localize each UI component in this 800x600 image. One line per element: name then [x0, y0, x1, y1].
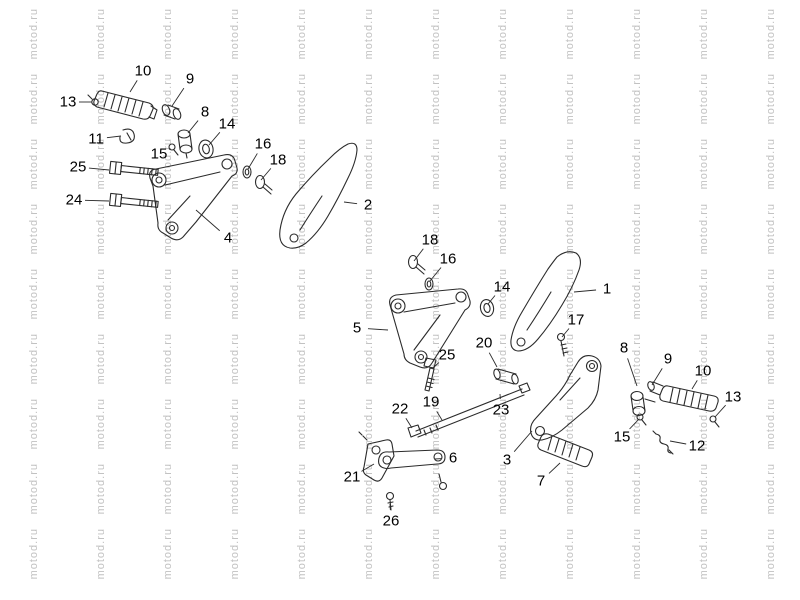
leader-line-11	[106, 135, 122, 139]
leader-line-1	[573, 289, 597, 293]
callout-8: 8	[619, 339, 629, 357]
callout-3: 3	[502, 451, 512, 469]
callout-11: 11	[88, 130, 104, 148]
leader-line-19	[436, 411, 443, 421]
callout-16: 16	[439, 250, 457, 268]
callout-7: 7	[536, 472, 546, 490]
callout-14: 14	[493, 278, 511, 296]
callout-25: 25	[438, 346, 456, 364]
part-link-6	[378, 449, 448, 491]
callout-4: 4	[223, 229, 233, 247]
callout-17: 17	[567, 311, 585, 329]
part-bolt-18-upper	[254, 174, 273, 195]
part-pivot-8-lower	[630, 390, 656, 417]
leader-line-14	[208, 132, 221, 146]
leader-line-5	[367, 328, 389, 331]
callout-23: 23	[492, 401, 510, 419]
part-pin-9-lower	[647, 381, 664, 396]
callout-15: 15	[150, 145, 168, 163]
leader-line-17	[561, 328, 570, 338]
part-spring-12	[652, 430, 674, 455]
callout-5: 5	[352, 319, 362, 337]
leader-line-25	[88, 167, 110, 171]
part-bracket-3	[530, 355, 602, 441]
part-pin-9-upper	[161, 104, 182, 120]
part-guard-2	[279, 142, 358, 249]
part-bolt-25-upper	[108, 160, 159, 176]
leader-line-14	[487, 295, 496, 305]
callout-9: 9	[185, 70, 195, 88]
part-washer-16-upper	[242, 165, 252, 179]
callout-18: 18	[421, 231, 439, 249]
callout-22: 22	[391, 400, 409, 418]
leader-line-22	[405, 418, 413, 429]
leader-line-3	[513, 430, 533, 452]
callout-6: 6	[448, 449, 458, 467]
callout-21: 21	[343, 468, 361, 486]
part-bolt-25-lower	[423, 357, 437, 392]
leader-line-10	[691, 380, 698, 390]
part-footpeg-upper	[93, 90, 158, 120]
part-bracket-21	[358, 431, 395, 482]
leader-line-13	[714, 404, 726, 418]
leader-line-21	[361, 463, 375, 472]
leader-line-7	[548, 462, 561, 474]
part-washer-16-lower	[424, 277, 434, 291]
part-footpeg-lower	[659, 385, 719, 412]
leader-line-15	[629, 418, 640, 430]
part-footpeg-7	[537, 433, 594, 468]
leader-line-9	[171, 87, 185, 107]
callout-20: 20	[475, 334, 493, 352]
leader-line-18	[413, 248, 424, 262]
callout-13: 13	[59, 93, 77, 111]
part-pivot-8-upper	[177, 129, 193, 159]
leader-line-12	[669, 440, 687, 445]
leader-line-2	[343, 201, 358, 205]
part-bolt-15-lower	[636, 413, 647, 426]
part-bolt-24	[108, 192, 159, 208]
part-rod-19	[407, 382, 531, 438]
part-guard-1	[510, 251, 582, 352]
part-spring-11-upper	[119, 128, 135, 144]
callout-25: 25	[69, 158, 87, 176]
leader-line-20	[488, 352, 498, 368]
part-washer-14-lower	[479, 299, 495, 317]
callout-1: 1	[602, 280, 612, 298]
callout-13: 13	[724, 388, 742, 406]
callout-19: 19	[422, 393, 440, 411]
callout-9: 9	[663, 350, 673, 368]
leader-line-18	[260, 168, 272, 181]
callout-12: 12	[688, 437, 706, 455]
part-bolt-17	[556, 332, 569, 357]
callout-2: 2	[363, 196, 373, 214]
callout-15: 15	[613, 428, 631, 446]
part-bolt-15-upper	[168, 143, 179, 156]
part-bolt-13-lower	[709, 415, 720, 428]
leader-line-8	[187, 120, 199, 134]
callout-24: 24	[65, 191, 83, 209]
leader-line-24	[84, 199, 110, 202]
callout-26: 26	[382, 512, 400, 530]
part-pin-20	[493, 368, 519, 385]
callout-16: 16	[254, 135, 272, 153]
leader-line-8	[627, 358, 638, 387]
leader-line-9	[651, 368, 663, 386]
callout-8: 8	[200, 103, 210, 121]
leader-line-25	[432, 362, 440, 369]
leader-line-4	[195, 209, 221, 232]
callout-14: 14	[218, 115, 236, 133]
leader-line-16	[247, 153, 258, 170]
callout-10: 10	[694, 362, 712, 380]
part-bracket-5	[389, 288, 471, 369]
part-bolt-18-lower	[407, 254, 426, 275]
callout-10: 10	[134, 62, 152, 80]
leader-line-16	[429, 267, 442, 282]
leader-line-10	[129, 80, 138, 93]
callout-18: 18	[269, 151, 287, 169]
part-bolt-26	[385, 491, 395, 511]
